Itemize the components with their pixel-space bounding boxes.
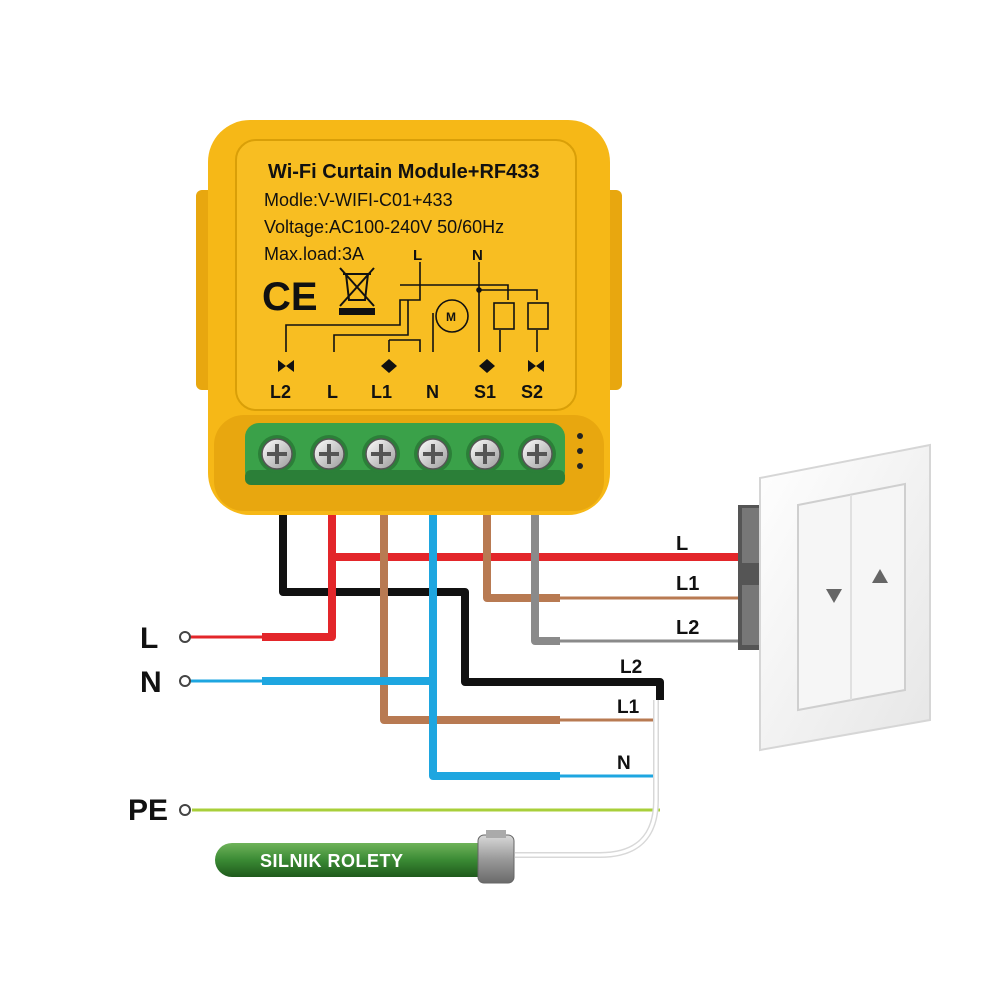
wire-gray-s2 — [531, 515, 560, 645]
terminal-screw-s2[interactable] — [518, 435, 556, 473]
terminal-screw-s1[interactable] — [466, 435, 504, 473]
motor-n-label: N — [617, 753, 631, 774]
terminal-label-l: L — [327, 382, 338, 402]
terminal-screw-l1[interactable] — [362, 435, 400, 473]
weee-bin-icon — [339, 267, 375, 315]
switch-l2-label: L2 — [676, 617, 699, 639]
status-dot-3 — [577, 463, 583, 469]
terminal-screw-n[interactable] — [414, 435, 452, 473]
motor-l2-label: L2 — [620, 657, 642, 678]
terminal-screw-l2[interactable] — [258, 435, 296, 473]
motor-l1-label: L1 — [617, 697, 640, 718]
terminal-screws — [258, 435, 556, 473]
switch-l-label: L — [676, 533, 688, 555]
wires — [190, 515, 740, 858]
module-title: Wi-Fi Curtain Module+RF433 — [268, 161, 540, 183]
mains-n-terminal[interactable] — [179, 675, 191, 687]
status-dot-1 — [577, 433, 583, 439]
switch-l1-label: L1 — [676, 573, 699, 595]
wire-brown-l1-motor — [380, 515, 560, 724]
motor-label: SILNIK ROLETY — [260, 851, 404, 871]
motor-head — [477, 834, 515, 884]
module-model: Modle:V-WIFI-C01+433 — [264, 190, 453, 210]
terminal-label-l2: L2 — [270, 382, 291, 402]
terminal-screw-l[interactable] — [310, 435, 348, 473]
schematic-n-label: N — [472, 247, 483, 264]
wire-black-l2 — [279, 515, 664, 700]
module-label-panel — [235, 139, 577, 411]
switch-arrow-down-icon — [826, 589, 842, 603]
curtain-module: Wi-Fi Curtain Module+RF433 Modle:V-WIFI-… — [196, 120, 622, 515]
mains-l-terminal[interactable] — [179, 631, 191, 643]
roller-motor: SILNIK ROLETY — [215, 830, 515, 884]
motor-head-top — [486, 830, 506, 838]
status-dot-2 — [577, 448, 583, 454]
module-schematic — [285, 262, 549, 352]
terminal-markers — [278, 359, 544, 373]
motor-tube — [215, 843, 495, 877]
mains-l-label: L — [140, 622, 158, 655]
terminal-label-n: N — [426, 382, 439, 402]
module-voltage: Voltage:AC100-240V 50/60Hz — [264, 217, 504, 237]
motor-symbol: M — [446, 310, 456, 324]
wall-switch[interactable] — [738, 443, 931, 752]
schematic-l-label: L — [413, 247, 422, 264]
switch-arrow-up-icon — [872, 569, 888, 583]
mains-n-label: N — [140, 666, 162, 699]
terminal-label-s2: S2 — [521, 382, 543, 402]
mains-pe-terminal[interactable] — [179, 804, 191, 816]
motor-cable-highlight — [515, 700, 658, 857]
terminal-block-shade — [245, 470, 565, 485]
wire-red-mains — [262, 557, 336, 641]
terminal-label-s1: S1 — [474, 382, 496, 402]
ce-mark: CE — [262, 275, 318, 319]
mains-pe-label: PE — [128, 794, 168, 827]
terminal-label-l1: L1 — [371, 382, 392, 402]
module-max-load: Max.load:3A — [264, 244, 364, 264]
wire-blue-n — [429, 515, 560, 780]
